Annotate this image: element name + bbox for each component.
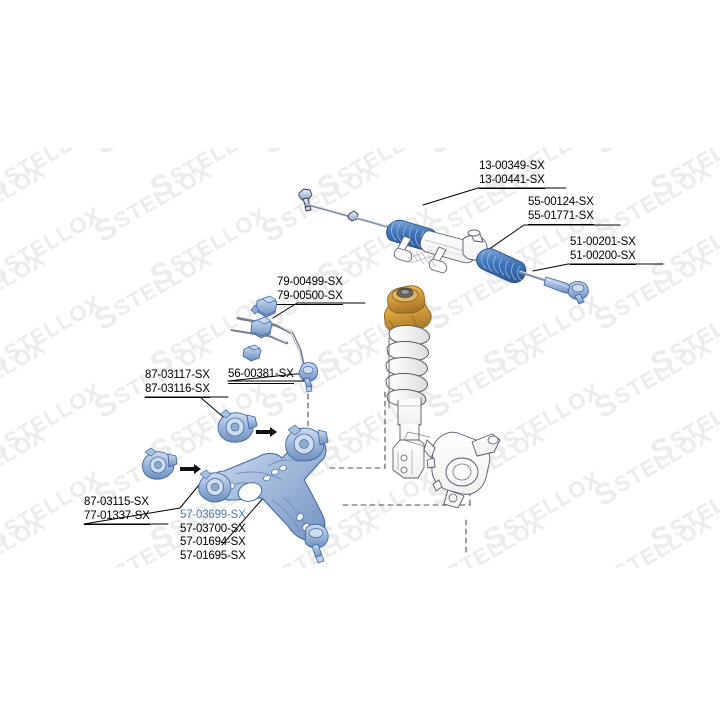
part-number-text: 87-03116-SX <box>145 382 210 395</box>
part-number-text: 13-00441-SX <box>479 173 545 186</box>
stabilizer-clamp <box>242 344 262 362</box>
part-number-text: 57-01695-SX <box>180 549 246 562</box>
part-number-text: 51-00200-SX <box>570 249 636 262</box>
part-number-text: 57-01694-SX <box>180 536 246 548</box>
coil-spring <box>385 324 430 408</box>
lower-ball-joint <box>304 523 329 564</box>
assembly-arrows <box>180 427 277 474</box>
stabilizer-bushing-upper <box>250 295 278 318</box>
part-number-label-stabilizer-link: 56-00381-SX <box>228 368 294 384</box>
steering-rack-assembly <box>298 188 589 305</box>
part-number-link[interactable]: 57-03699-SX <box>180 509 246 521</box>
part-number-text: 13-00349-SX <box>479 160 545 172</box>
strut-assembly <box>383 285 432 479</box>
control-arm-rear-bushing-detached <box>217 409 258 443</box>
part-number-text: 87-03115-SX <box>84 496 149 508</box>
strut-body <box>388 337 425 479</box>
control-arm-rear-bushing-mounted <box>285 424 329 462</box>
lower-control-arm <box>198 424 329 564</box>
part-number-text: 79-00499-SX <box>277 276 343 288</box>
part-number-text: 87-03117-SX <box>145 369 210 381</box>
stabilizer-bar-assembly <box>230 295 319 393</box>
strut-top-mount <box>383 285 432 336</box>
control-arm-front-bushing-mounted <box>198 469 232 503</box>
part-number-text: 51-00201-SX <box>570 236 636 248</box>
part-number-text: 55-01771-SX <box>528 209 594 222</box>
part-number-text: 55-00124-SX <box>528 196 594 208</box>
rack-bellows-boot-right <box>476 248 527 284</box>
control-arm-front-bushing-detached <box>142 447 178 480</box>
tie-rod-end-left <box>298 188 313 212</box>
rack-housing <box>393 229 488 274</box>
tie-rod-end-right <box>567 281 589 305</box>
part-number-text: 79-00500-SX <box>277 289 343 302</box>
part-number-text: 77-01337-SX <box>84 509 150 522</box>
stabilizer-bushing-lower <box>250 316 273 339</box>
part-number-text: 57-03700-SX <box>180 522 246 535</box>
stabilizer-drop-link <box>298 362 319 393</box>
steering-knuckle <box>403 431 501 509</box>
part-number-text: 56-00381-SX <box>228 368 294 380</box>
